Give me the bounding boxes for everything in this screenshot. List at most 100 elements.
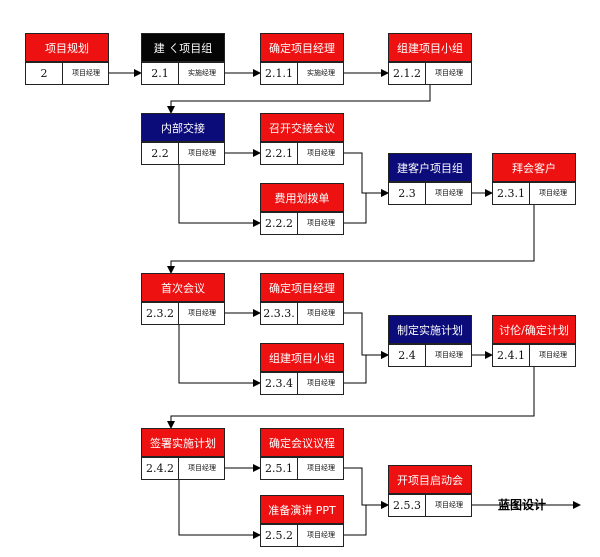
task-number: 2.2 [142,143,179,164]
connector-n241-n242 [167,367,535,429]
task-owner: 项目经理 [435,501,463,509]
task-number: 2.3.2 [142,303,179,324]
task-footer: 2.5.2 项目经理 [260,524,344,547]
connector-n221-n23 [344,152,389,197]
task-number: 2.3.4 [261,373,298,394]
task-title: 签署实施计划 [141,428,225,457]
task-number: 2.3.3. [261,303,298,324]
task-footer: 2.1 实施经理 [141,62,225,85]
task-owner: 项目经理 [72,69,100,77]
task-title: 费用划拨单 [260,183,344,212]
task-owner: 实施经理 [307,69,335,77]
task-owner: 项目经理 [307,464,335,472]
task-owner: 项目经理 [307,309,335,317]
task-title: 组建项目小组 [388,33,472,62]
task-number: 2.4 [389,345,426,366]
connector-n231-n232 [167,205,535,274]
task-number: 2.4.1 [493,345,530,366]
final-step-label: 蓝图设计 [498,498,547,512]
task-title: 建客户项目组 [388,153,472,182]
task-owner: 实施经理 [188,69,216,77]
task-title: 组建项目小组 [260,343,344,372]
task-owner: 项目经理 [539,351,567,359]
connector-n232-n234 [178,325,261,387]
task-owner: 项目经理 [307,149,335,157]
task-footer: 2 项目经理 [25,62,109,85]
task-owner: 项目经理 [188,464,216,472]
task-footer: 2.1.2 项目经理 [388,62,472,85]
task-number: 2.5.1 [261,458,298,479]
task-owner: 项目经理 [539,189,567,197]
task-number: 2.1.2 [389,63,426,84]
task-number: 2.1 [142,63,179,84]
task-owner: 项目经理 [307,379,335,387]
connector-n22-n222 [178,165,261,227]
connector-n252-n253 [344,501,389,536]
connector-n212-n22 [167,85,431,114]
task-title: 项目规划 [25,33,109,62]
task-title: 确定项目经理 [260,33,344,62]
task-footer: 2.2.1 项目经理 [260,142,344,165]
task-number: 2.4.2 [142,458,179,479]
task-title: 建 ㄑ项目组 [141,33,225,62]
task-owner: 项目经理 [435,351,463,359]
task-number: 2.2.1 [261,143,298,164]
connector-n242-n252 [178,480,261,539]
task-title: 准备演讲 PPT [260,495,344,524]
task-footer: 2.2.2 项目经理 [260,212,344,235]
task-title: 制定实施计划 [388,315,472,344]
task-title: 内部交接 [141,113,225,142]
task-owner: 项目经理 [307,531,335,539]
connector-n233-n24 [344,312,389,359]
connector-n234-n24 [344,351,389,384]
task-title: 召开交接会议 [260,113,344,142]
task-footer: 2.5.3 项目经理 [388,494,472,517]
task-title: 拜会客户 [492,153,576,182]
task-number: 2.3 [389,183,426,204]
task-footer: 2.3.1 项目经理 [492,182,576,205]
task-owner: 项目经理 [307,219,335,227]
task-number: 2.1.1 [261,63,298,84]
connector-n251-n253 [344,467,389,509]
task-title: 讨伦/确定计划 [492,315,576,344]
task-footer: 2.4.2 项目经理 [141,457,225,480]
task-footer: 2.3.4 项目经理 [260,372,344,395]
task-number: 2.5.3 [389,495,426,516]
task-number: 2.2.2 [261,213,298,234]
connector-n222-n23 [344,189,389,224]
task-title: 确定会议议程 [260,428,344,457]
task-number: 2.5.2 [261,525,298,546]
task-footer: 2.3.3. 项目经理 [260,302,344,325]
task-number: 2 [26,63,63,84]
task-footer: 2.5.1 项目经理 [260,457,344,480]
task-owner: 项目经理 [188,309,216,317]
task-title: 开项目启动会 [388,465,472,494]
task-footer: 2.1.1 实施经理 [260,62,344,85]
task-owner: 项目经理 [435,69,463,77]
task-number: 2.3.1 [493,183,530,204]
task-title: 确定项目经理 [260,273,344,302]
task-footer: 2.4.1 项目经理 [492,344,576,367]
